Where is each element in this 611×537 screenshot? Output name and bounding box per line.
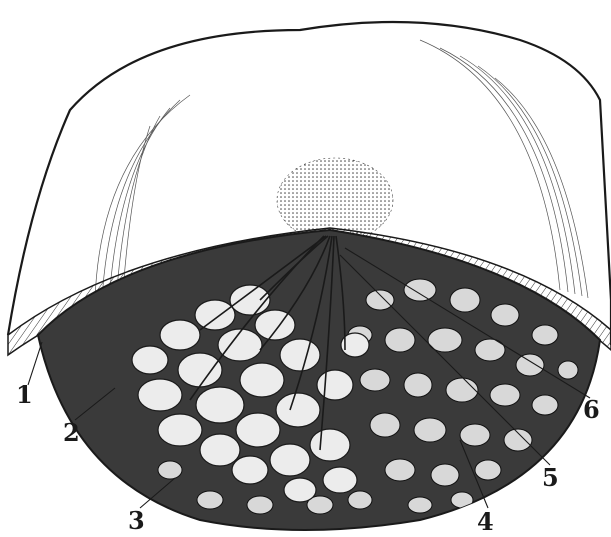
- callout-label-1: 1: [16, 383, 33, 407]
- callout-label-3: 3: [128, 509, 145, 533]
- callout-label-5: 5: [542, 466, 559, 490]
- callout-label-4: 4: [477, 510, 494, 534]
- callout-label-6: 6: [583, 398, 600, 422]
- callout-label-2: 2: [63, 421, 80, 445]
